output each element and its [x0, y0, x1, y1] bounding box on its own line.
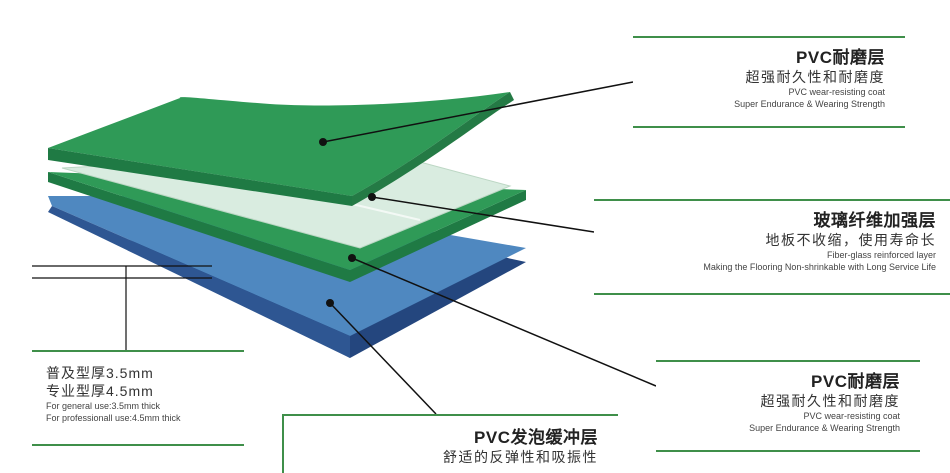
- callout-title: 玻璃纤维加强层: [813, 211, 936, 230]
- callout-title: PVC耐磨层: [811, 372, 900, 391]
- callout-english-line-2: Super Endurance & Wearing Strength: [749, 423, 900, 433]
- callout-rule-bottom: [656, 450, 920, 452]
- thickness-bracket: [32, 265, 212, 350]
- callout-rule-bottom: [32, 444, 244, 446]
- professional-thickness-english: For professionall use:4.5mm thick: [46, 413, 181, 423]
- callout-rule-left: [282, 414, 284, 473]
- general-thickness-label: 普及型厚3.5mm: [46, 365, 154, 381]
- callout-rule-bottom: [594, 293, 950, 295]
- callout-english-line-1: PVC wear-resisting coat: [803, 411, 900, 421]
- callout-rule-top: [282, 414, 618, 416]
- callout-rule-top: [32, 350, 244, 352]
- callout-chinese-text: 舒适的反弹性和吸振性: [443, 449, 598, 465]
- callout-title: PVC发泡缓冲层: [474, 428, 598, 447]
- callout-chinese-text: 超强耐久性和耐磨度: [745, 69, 885, 85]
- leader-dots: [319, 138, 376, 307]
- general-thickness-english: For general use:3.5mm thick: [46, 401, 161, 411]
- callout-english-line-1: PVC wear-resisting coat: [788, 87, 885, 97]
- callout-top-wear-layer: PVC耐磨层 超强耐久性和耐磨度 PVC wear-resisting coat…: [633, 36, 905, 128]
- callout-english-line-2: Making the Flooring Non-shrinkable with …: [703, 262, 936, 272]
- callout-english-line-2: Super Endurance & Wearing Strength: [734, 99, 885, 109]
- leader-lines: [322, 81, 657, 415]
- pvc-top-wear-layer: [48, 92, 514, 206]
- callout-chinese-text: 地板不收缩，使用寿命长: [765, 232, 936, 248]
- callout-title: PVC耐磨层: [796, 48, 885, 67]
- callout-foam-cushion-layer: PVC发泡缓冲层 舒适的反弹性和吸振性: [282, 414, 618, 473]
- callout-thickness: 普及型厚3.5mm 专业型厚4.5mm For general use:3.5m…: [32, 350, 244, 446]
- callout-rule-top: [633, 36, 905, 38]
- professional-thickness-label: 专业型厚4.5mm: [46, 383, 154, 399]
- callout-rule-bottom: [633, 126, 905, 128]
- callout-fiberglass-layer: 玻璃纤维加强层 地板不收缩，使用寿命长 Fiber-glass reinforc…: [594, 199, 950, 295]
- callout-rule-top: [594, 199, 950, 201]
- callout-english-line-1: Fiber-glass reinforced layer: [826, 250, 936, 260]
- callout-bottom-wear-layer: PVC耐磨层 超强耐久性和耐磨度 PVC wear-resisting coat…: [656, 360, 920, 452]
- callout-chinese-text: 超强耐久性和耐磨度: [760, 393, 900, 409]
- callout-rule-top: [656, 360, 920, 362]
